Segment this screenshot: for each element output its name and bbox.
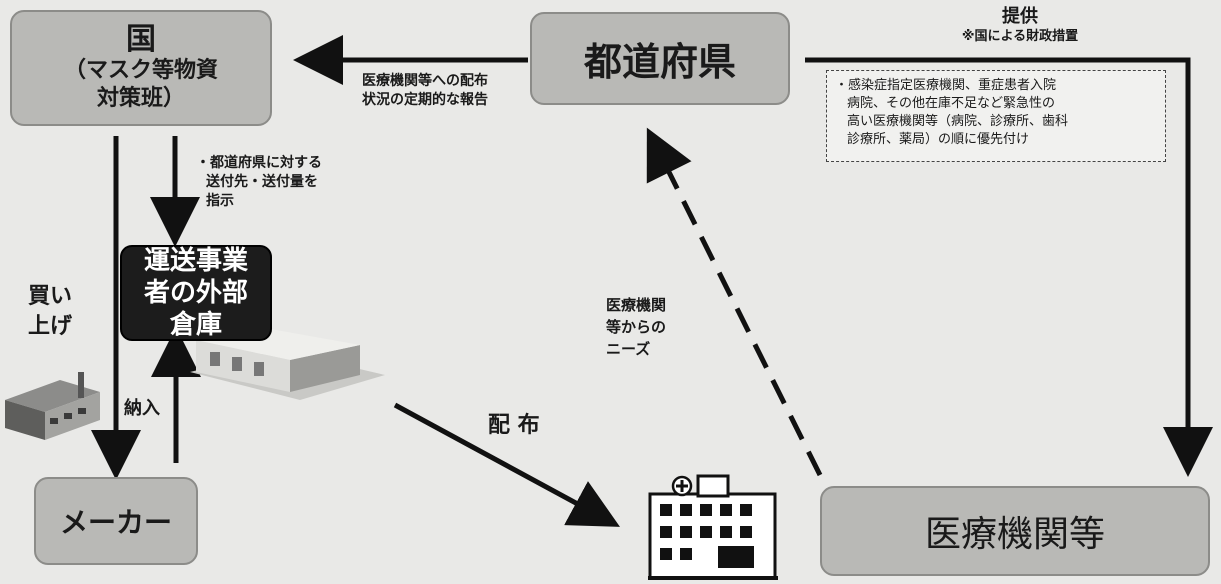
instruct-label-line2: 送付先・送付量を [206,174,318,190]
warehouse-building-icon [190,328,385,400]
buy-label-line2: 上げ [28,314,73,339]
distribute-label: 配 布 [488,413,540,438]
provide-title: 提供 [1002,6,1038,27]
warehouse-box: 運送事業 者の外部 倉庫 [120,245,272,341]
instruct-label: ・都道府県に対する 送付先・送付量を 指示 [196,154,322,211]
buy-label: 買い 上げ [28,282,72,342]
needs-label-line1: 医療機関 [606,296,667,314]
priority-note: ・感染症指定医療機関、重症患者入院 病院、その他在庫不足など緊急性の 高い医療機… [826,70,1166,162]
needs-label-line2: 等からの [606,318,667,336]
iryo-title: 医療機関等 [924,514,1105,555]
deliver-label: 納入 [124,398,160,419]
hospital-icon [648,474,778,580]
kuni-box: 国 （マスク等物資 対策班） [10,10,272,126]
priority-line4: 診療所、薬局）の順に優先付け [847,132,1030,147]
needs-arrow [646,127,823,477]
maker-title: メーカー [59,506,172,539]
todofuken-title: 都道府県 [583,40,736,84]
maker-box: メーカー [34,477,198,565]
priority-line1: ・感染症指定医療機関、重症患者入院 [835,78,1057,93]
priority-line3: 高い医療機関等（病院、診療所、歯科 [847,114,1069,129]
todofuken-box: 都道府県 [530,12,790,105]
buy-label-line1: 買い [28,284,73,309]
warehouse-label-line1: 運送事業 [143,246,248,276]
kuni-title: 国 [126,22,156,57]
priority-line2: 病院、その他在庫不足など緊急性の [847,96,1056,111]
distribute-arrow [393,402,620,527]
report-label-line1: 医療機関等への配布 [362,73,488,89]
provide-arrow [805,57,1213,477]
factory-icon [5,372,100,440]
needs-label: 医療機関 等からの ニーズ [606,294,666,360]
iryo-box: 医療機関等 [820,486,1210,576]
kuni-subtitle-line2: 対策班） [96,86,185,111]
report-label: 医療機関等への配布 状況の定期的な報告 [330,72,520,110]
provide-subtitle: ※国による財政措置 [961,29,1079,44]
report-label-line2: 状況の定期的な報告 [362,92,488,108]
warehouse-label-line3: 倉庫 [169,310,222,340]
instruct-label-line3: 指示 [206,193,234,209]
kuni-subtitle-line1: （マスク等物資 [63,58,218,83]
warehouse-label-line2: 者の外部 [143,278,248,308]
provide-label: 提供 ※国による財政措置 [900,6,1140,46]
instruct-label-line1: ・都道府県に対する [196,155,322,171]
needs-label-line3: ニーズ [606,340,651,358]
